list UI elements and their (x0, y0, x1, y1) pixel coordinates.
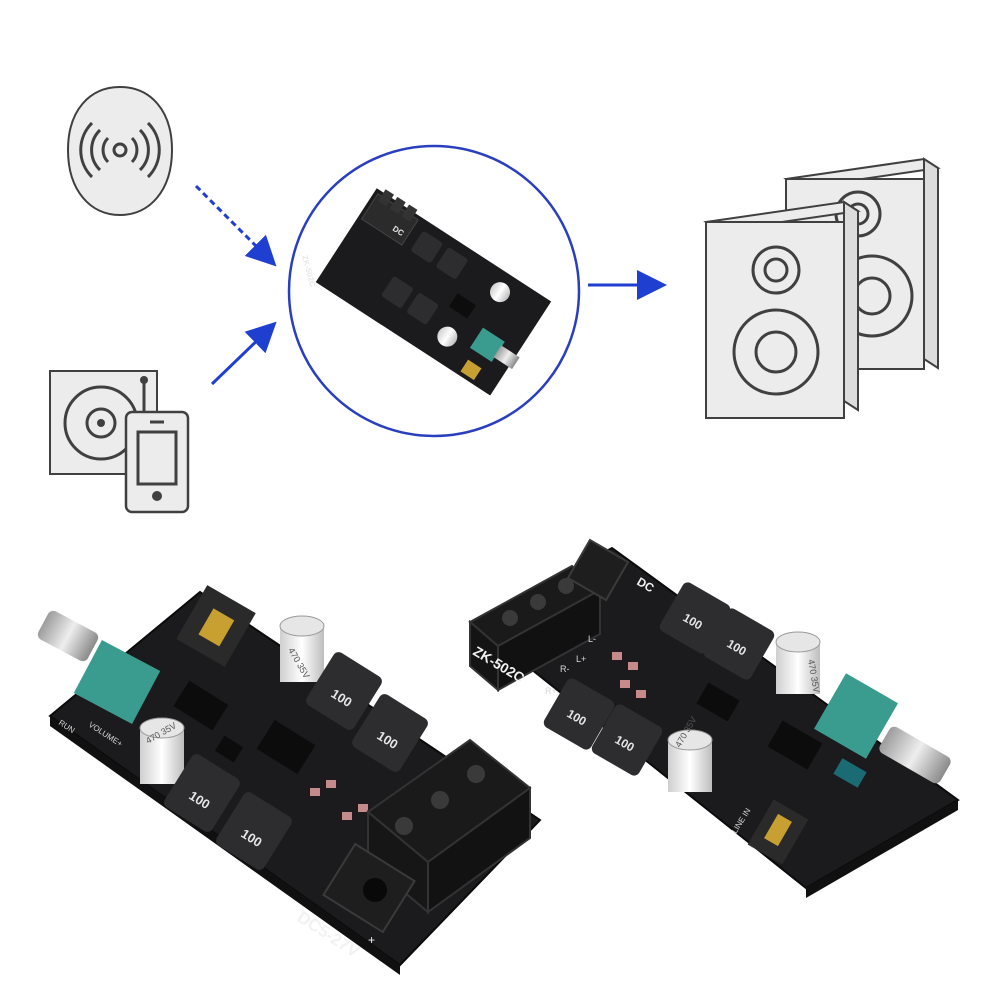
amplifier-board-back (468, 538, 960, 898)
speaker-pair-icon (703, 157, 941, 419)
capacitor-b-right (775, 631, 821, 694)
smartphone-icon (124, 410, 190, 514)
speaker-terminal-block (366, 738, 532, 915)
terminal-l-minus: L- (588, 634, 596, 644)
inductor-a3 (164, 754, 240, 832)
wired-arrow (210, 321, 277, 386)
amplifier-thumbnail (315, 188, 552, 396)
capacitor-top (279, 615, 325, 682)
inductor-a2 (352, 694, 428, 772)
terminal-l-plus: L+ (576, 654, 586, 664)
volume-knob-shaft (37, 610, 99, 662)
dc-power-jack (322, 842, 416, 934)
wireless-broadcast-icon (66, 85, 174, 217)
volume-knob-base-b (814, 673, 898, 759)
power-plus-label: + (368, 933, 375, 947)
volume-knob-shaft-b (879, 726, 951, 784)
capacitor-b-left (667, 729, 713, 792)
inductor-a4 (216, 792, 292, 870)
wireless-arrow (194, 184, 277, 267)
speaker-terminal-block-b (468, 564, 602, 693)
capacitor-left (139, 717, 185, 784)
inductor-a1 (306, 652, 382, 730)
volume-knob-base (73, 640, 161, 724)
amplifier-board-front (37, 585, 542, 975)
terminal-r-minus: R- (560, 664, 570, 674)
terminal-r-plus: R+ (545, 686, 557, 696)
